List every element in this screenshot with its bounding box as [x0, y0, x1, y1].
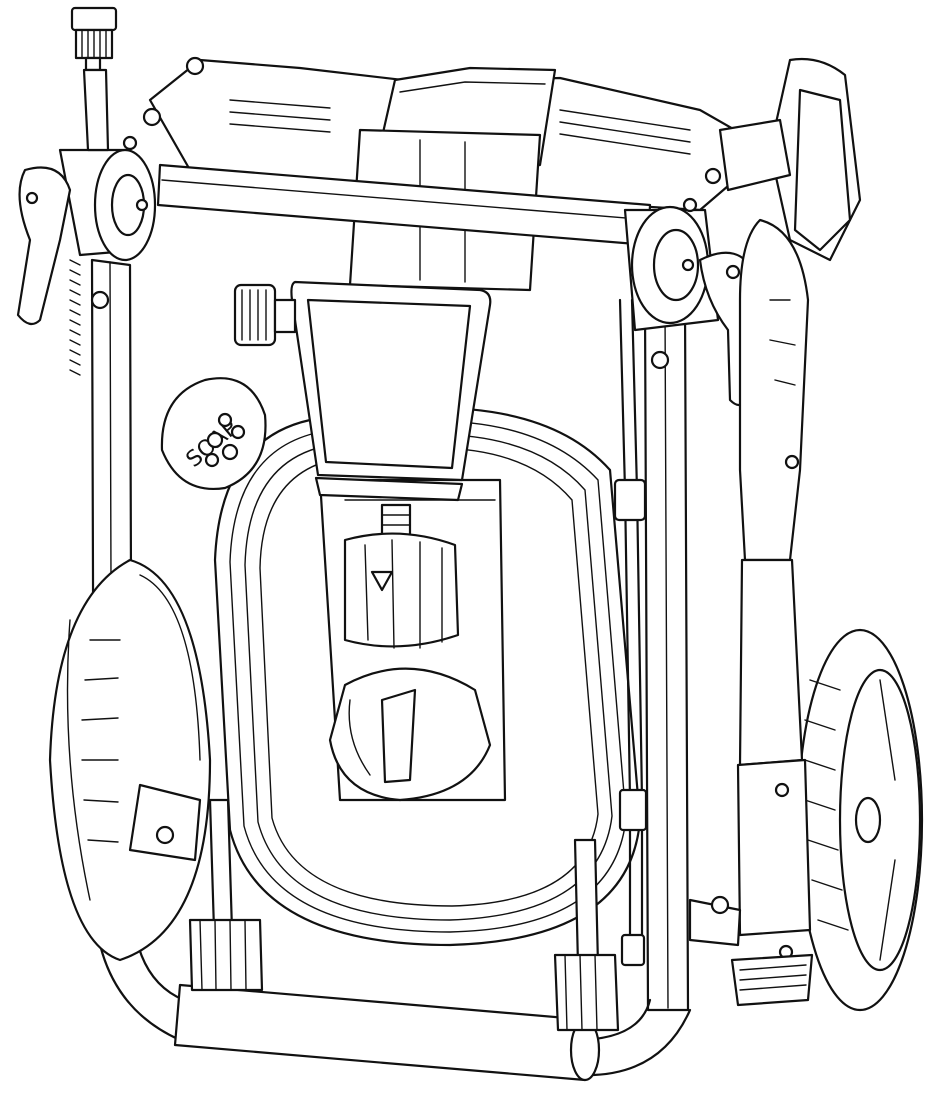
pressure-knob [328, 667, 492, 802]
high-pressure-hose [613, 298, 648, 967]
spray-wand-left [69, 6, 118, 376]
pump-outlet-coupler [343, 503, 460, 649]
right-wheel [796, 628, 924, 1012]
spray-gun [718, 57, 862, 1007]
frame-brackets [128, 783, 742, 947]
frame-right-post [643, 303, 690, 1012]
left-wand-clamp [16, 148, 157, 326]
soap-cap: SOAP [160, 377, 267, 490]
control-panel [290, 280, 492, 502]
hose-clips [188, 798, 620, 1032]
left-wheel [48, 558, 212, 962]
water-inlet-fitting [233, 283, 297, 347]
housing-bolts [122, 56, 722, 213]
